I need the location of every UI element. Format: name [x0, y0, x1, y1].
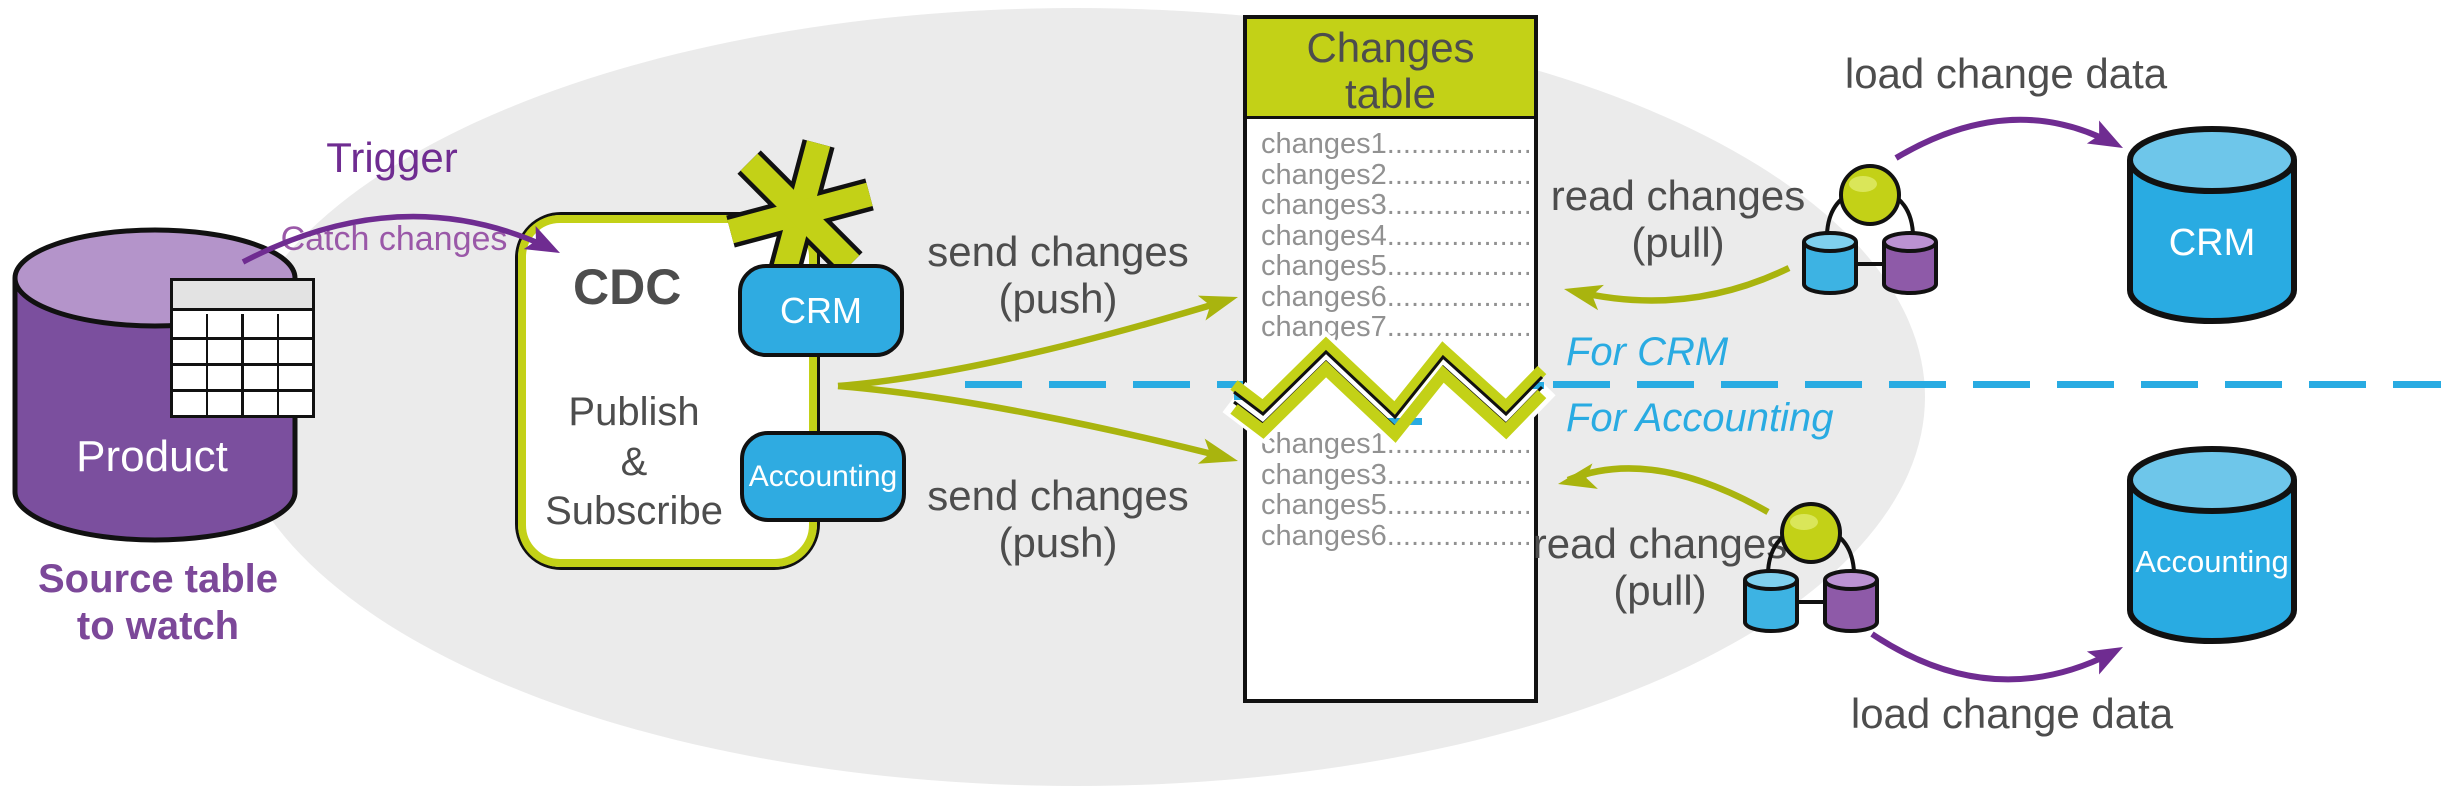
tear-zigzag-icon — [1234, 342, 1546, 442]
table-grid-icon-header — [173, 281, 312, 311]
changes-row: changes1.................. — [1261, 129, 1529, 160]
send-top-line1: send changes — [927, 228, 1189, 275]
subscriber-chip-crm: CRM — [738, 264, 904, 357]
send-bottom-line1: send changes — [927, 472, 1189, 519]
send-changes-bottom-label: send changes (push) — [927, 472, 1189, 566]
pubsub-line3: Subscribe — [545, 489, 723, 534]
changes-row: changes3.................. — [1261, 190, 1529, 221]
pubsub-connector-icon-bottom — [1743, 502, 1879, 633]
subscriber-chip-accounting: Accounting — [740, 431, 906, 522]
load-arrow-bottom — [1870, 631, 2123, 683]
crm-database-cylinder-icon — [2127, 126, 2297, 324]
changes-row: changes5.................. — [1261, 251, 1529, 282]
catch-changes-label: Catch changes — [280, 220, 508, 258]
lane-label-accounting: For Accounting — [1566, 396, 1834, 440]
lane-label-crm: For CRM — [1566, 330, 1729, 374]
load-change-bottom-label: load change data — [1850, 690, 2174, 737]
changes-row: changes5.................. — [1261, 490, 1529, 521]
subscriber-chip-accounting-label: Accounting — [748, 459, 898, 493]
accounting-db-label: Accounting — [2135, 544, 2289, 579]
read-bottom-line2: (pull) — [1613, 567, 1707, 615]
changes-table-header: Changes table — [1247, 19, 1534, 119]
changes-row: changes4.................. — [1261, 220, 1529, 251]
send-changes-top-label: send changes (push) — [927, 228, 1189, 322]
source-caption: Source table to watch — [38, 556, 278, 650]
crm-db-label: CRM — [2168, 222, 2256, 264]
cdc-box-inner-border — [518, 215, 817, 567]
cdc-title: CDC — [573, 259, 682, 315]
changes-rows-top: changes1.................. changes2.....… — [1261, 129, 1529, 343]
read-changes-top-label: read changes (pull) — [1551, 172, 1806, 266]
star-burst-icon — [726, 139, 874, 287]
read-bottom-line1: read changes — [1532, 520, 1788, 567]
source-caption-line1: Source table — [37, 557, 279, 601]
source-caption-line2: to watch — [76, 603, 240, 648]
read-top-line1: read changes — [1550, 172, 1806, 219]
pubsub-line1: Publish — [568, 390, 700, 434]
changes-table-title-line2: table — [1344, 70, 1437, 118]
load-change-top-label: load change data — [1844, 50, 2168, 97]
changes-row: changes3.................. — [1261, 459, 1529, 490]
accounting-database-cylinder-icon — [2127, 446, 2297, 644]
changes-row: changes6.................. — [1261, 520, 1529, 551]
subscriber-chip-crm-label: CRM — [780, 289, 862, 331]
trigger-label: Trigger — [326, 134, 458, 181]
read-changes-bottom-label: read changes (pull) — [1533, 520, 1788, 614]
pubsub-line2: & — [620, 439, 648, 484]
dashed-divider-line — [965, 381, 2441, 388]
table-grid-icon-cells — [173, 314, 312, 415]
cdc-pubsub-label: Publish & Subscribe — [545, 388, 723, 537]
read-top-line2: (pull) — [1631, 219, 1725, 267]
pubsub-connector-icon-top — [1802, 164, 1938, 295]
table-grid-icon — [170, 278, 315, 418]
send-top-line2: (push) — [998, 275, 1118, 323]
changes-row: changes6.................. — [1261, 281, 1529, 312]
send-bottom-line2: (push) — [998, 519, 1118, 567]
changes-row: changes2.................. — [1261, 159, 1529, 190]
changes-row: changes7.................. — [1261, 312, 1529, 343]
changes-table-title-line1: Changes — [1306, 24, 1475, 71]
changes-table: Changes table changes1..................… — [1243, 15, 1538, 703]
product-label: Product — [76, 432, 228, 481]
